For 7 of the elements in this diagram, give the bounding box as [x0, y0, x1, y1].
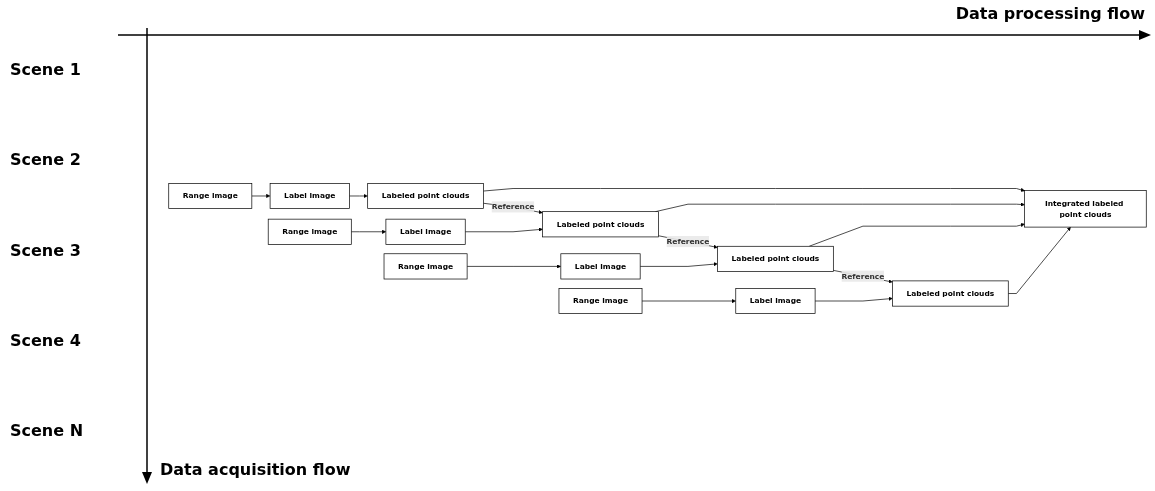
row-label: Scene N: [10, 421, 84, 440]
row-label: Scene 1: [10, 60, 81, 79]
row-label: Scene 2: [10, 150, 81, 170]
axis-label: Data acquisition flow: [160, 460, 351, 479]
axis-label: Data processing flow: [955, 4, 1145, 23]
row-label: Scene 3: [10, 240, 81, 260]
row-label: Scene 4: [10, 330, 81, 350]
